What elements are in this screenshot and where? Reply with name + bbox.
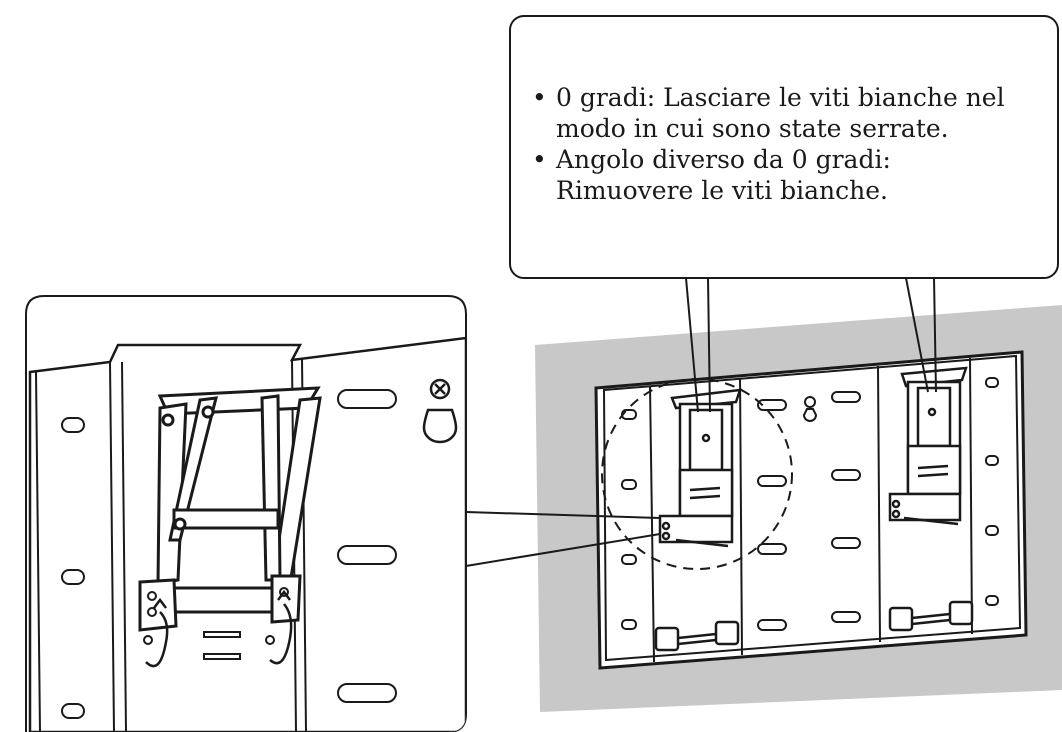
- callout-box: [509, 15, 1059, 413]
- leader-line: [685, 277, 699, 413]
- detail-bracket: [138, 386, 322, 632]
- left-bracket: [658, 388, 742, 548]
- bullet-dot-icon: •: [532, 83, 547, 112]
- right-bracket: [888, 366, 968, 526]
- removal-arrow-icon: [145, 589, 293, 668]
- leader-line: [933, 277, 937, 393]
- callout-item-text: 0 gradi: Lasciare le viti bianche nel mo…: [556, 83, 1005, 143]
- callout-bullet: • Angolo diverso da 0 gradi: Rimuovere le…: [528, 144, 1028, 206]
- plate-slots: [621, 377, 999, 631]
- zoom-connector: [465, 511, 661, 567]
- detail-panel: [25, 295, 467, 732]
- leader-line: [707, 277, 711, 413]
- detail-slots: [61, 389, 397, 719]
- leader-line: [905, 277, 929, 393]
- plate-rib: [649, 385, 655, 663]
- callout-item-text: Angolo diverso da 0 gradi: Rimuovere le …: [556, 145, 891, 205]
- keyhole-icon: [802, 396, 818, 422]
- keyhole-screw-icon: [422, 378, 458, 444]
- detail-circle: [601, 378, 793, 570]
- plate-rib: [739, 377, 743, 656]
- bottom-hooks: [654, 600, 974, 652]
- callout-bullet: • 0 gradi: Lasciare le viti bianche nel m…: [528, 82, 1028, 144]
- bullet-dot-icon: •: [532, 145, 547, 174]
- plate-rib: [877, 365, 881, 643]
- plate-rib: [969, 357, 973, 635]
- callout-text: • 0 gradi: Lasciare le viti bianche nel m…: [528, 82, 1028, 206]
- wall-scene: [535, 305, 1062, 712]
